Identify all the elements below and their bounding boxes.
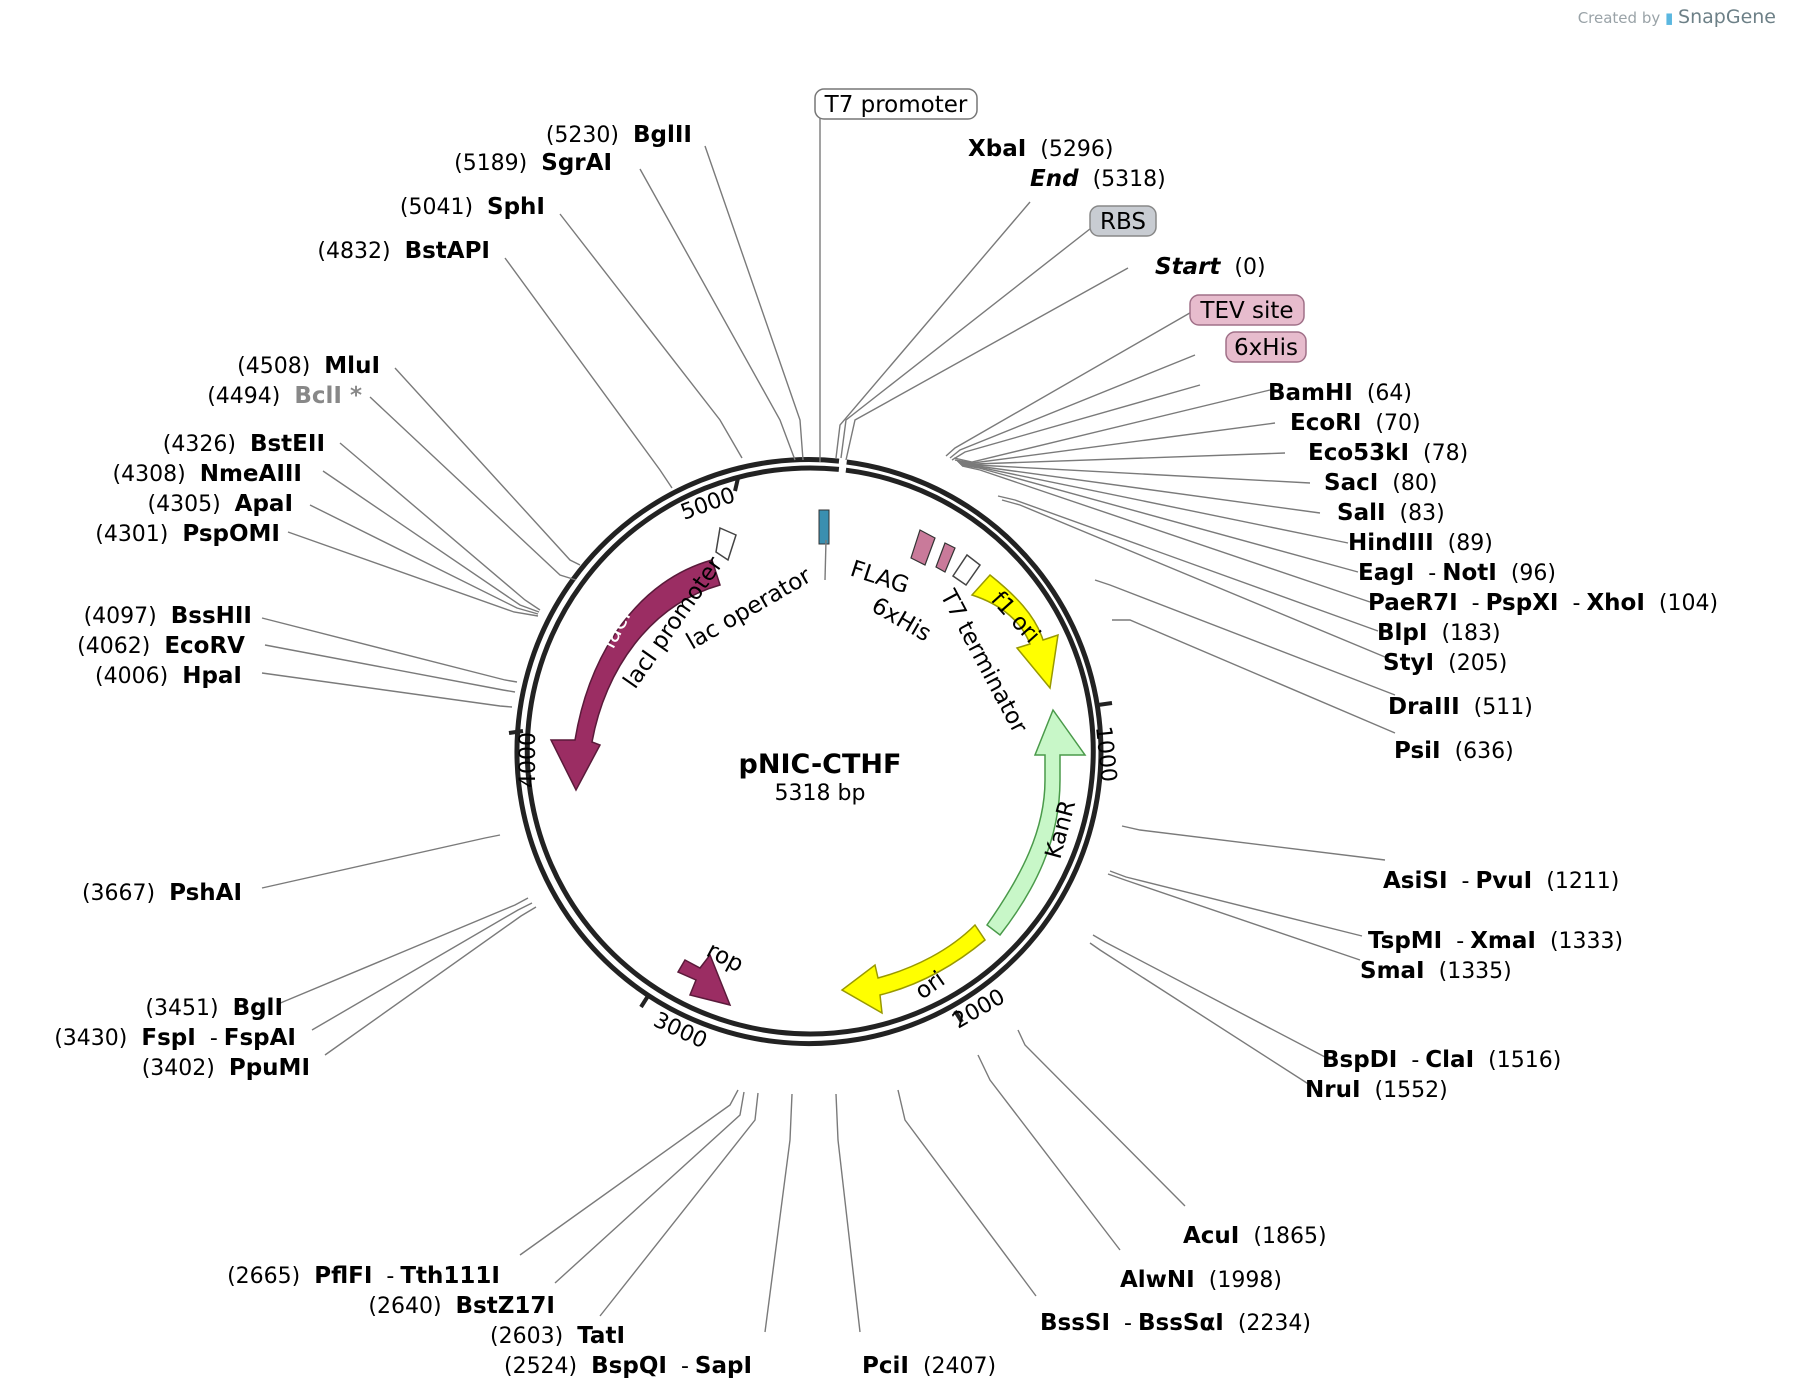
tick-label-1000: 1000 xyxy=(1090,725,1121,783)
label-6xHis: 6xHis xyxy=(867,593,935,647)
feature-ori[interactable] xyxy=(840,923,986,1015)
site-PpuMI[interactable]: (3402)PpuMI xyxy=(142,1055,310,1081)
feature-6xHis-small[interactable] xyxy=(935,542,956,573)
site-HindIII[interactable]: HindIII(89) xyxy=(1348,530,1493,556)
site-BstZ17I[interactable]: (2640)BstZ17I xyxy=(368,1293,555,1319)
site-EcoRV[interactable]: (4062)EcoRV xyxy=(77,633,245,659)
site-ApaI[interactable]: (4305)ApaI xyxy=(148,491,294,517)
feature-lac-operator[interactable] xyxy=(818,509,830,545)
box-T7-promoter[interactable]: T7 promoter xyxy=(814,88,978,120)
site-BamHI[interactable]: BamHI(64) xyxy=(1268,380,1412,406)
backbone-outer xyxy=(514,457,1104,1047)
site-DraIII[interactable]: DraIII(511) xyxy=(1388,694,1533,720)
site-label-group-left: (5230)BglII (5189)SgrAI (5041)SphI (4832… xyxy=(54,122,752,1379)
site-TspMI-XmaI[interactable]: TspMI-XmaI(1333) xyxy=(1368,928,1623,954)
snapgene-logo-icon: ▮ xyxy=(1665,9,1674,27)
site-NruI[interactable]: NruI(1552) xyxy=(1305,1077,1448,1103)
site-BssSI-BssSaI[interactable]: BssSI-BssSαI(2234) xyxy=(1040,1310,1311,1336)
site-AsiSI-PvuI[interactable]: AsiSI-PvuI(1211) xyxy=(1383,868,1619,894)
site-EcoRI[interactable]: EcoRI(70) xyxy=(1290,410,1421,436)
site-SacI[interactable]: SacI(80) xyxy=(1324,470,1437,496)
site-BssHII[interactable]: (4097)BssHII xyxy=(84,603,252,629)
tick-label-4000: 4000 xyxy=(516,732,541,788)
box-RBS-text: RBS xyxy=(1100,209,1146,235)
site-PsiI[interactable]: PsiI(636) xyxy=(1394,738,1514,764)
snapgene-credit: Created by ▮ SnapGene xyxy=(1578,6,1776,28)
box-6xHis[interactable]: 6xHis xyxy=(1225,331,1307,363)
site-NmeAIII[interactable]: (4308)NmeAIII xyxy=(113,461,302,487)
feature-lacI-promoter[interactable] xyxy=(715,526,737,562)
site-BlpI[interactable]: BlpI(183) xyxy=(1377,620,1501,646)
box-6xHis-text: 6xHis xyxy=(1234,335,1298,361)
feature-rop[interactable] xyxy=(676,953,732,1007)
site-MluI[interactable]: (4508)MluI xyxy=(237,353,380,379)
backbone xyxy=(514,457,1104,1047)
site-BstEII[interactable]: (4326)BstEII xyxy=(163,431,325,457)
site-Start[interactable]: Start(0) xyxy=(1155,254,1266,280)
plasmid-name: pNIC-CTHF xyxy=(739,749,902,780)
site-BspDI-ClaI[interactable]: BspDI-ClaI(1516) xyxy=(1322,1047,1561,1073)
leader-lines xyxy=(261,104,1396,1333)
site-SalI[interactable]: SalI(83) xyxy=(1337,500,1445,526)
site-TatI[interactable]: (2603)TatI xyxy=(490,1323,625,1349)
site-StyI[interactable]: StyI(205) xyxy=(1383,650,1507,676)
site-FspI-FspAI[interactable]: (3430)FspI-FspAI xyxy=(54,1025,296,1051)
box-TEV-site-text: TEV site xyxy=(1199,298,1293,324)
feature-T7-terminator[interactable] xyxy=(951,553,982,587)
site-BspQI-SapI[interactable]: (2524)BspQI-SapI xyxy=(504,1353,752,1379)
feature-KanR[interactable] xyxy=(985,708,1087,937)
site-SgrAI[interactable]: (5189)SgrAI xyxy=(454,150,612,176)
site-BstAPI[interactable]: (4832)BstAPI xyxy=(317,238,490,264)
site-BclI[interactable]: (4494)BclI * xyxy=(207,383,362,409)
backbone-inner xyxy=(524,465,1096,1037)
site-XbaI[interactable]: XbaI(5296) xyxy=(968,136,1113,162)
tick-marks xyxy=(508,477,1113,1024)
site-End[interactable]: End(5318) xyxy=(1030,166,1166,192)
site-PshAI[interactable]: (3667)PshAI xyxy=(82,880,242,906)
site-AcuI[interactable]: AcuI(1865) xyxy=(1183,1223,1327,1249)
box-RBS[interactable]: RBS xyxy=(1089,205,1157,237)
site-PaeR7I-PspXI-XhoI[interactable]: PaeR7I-PspXI-XhoI(104) xyxy=(1368,590,1718,616)
site-label-group-right: PciI(2407) BssSI-BssSαI(2234) AlwNI(1998… xyxy=(862,136,1718,1379)
site-EagI-NotI[interactable]: EagI-NotI(96) xyxy=(1358,560,1556,586)
site-AlwNI[interactable]: AlwNI(1998) xyxy=(1120,1267,1282,1293)
site-HpaI[interactable]: (4006)HpaI xyxy=(95,663,242,689)
box-TEV-site[interactable]: TEV site xyxy=(1189,294,1305,326)
feature-lacI[interactable] xyxy=(549,559,721,792)
plasmid-length: 5318 bp xyxy=(775,781,866,806)
feature-FLAG[interactable] xyxy=(910,529,936,566)
feature-f1-ori[interactable] xyxy=(970,573,1059,690)
site-PflFI-Tth111I[interactable]: (2665)PflFI-Tth111I xyxy=(227,1263,500,1289)
site-SmaI[interactable]: SmaI(1335) xyxy=(1360,958,1512,984)
credit-brand: SnapGene xyxy=(1678,6,1776,28)
site-PspOMI[interactable]: (4301)PspOMI xyxy=(95,521,280,547)
site-BglII[interactable]: (5230)BglII xyxy=(546,122,692,148)
box-T7-promoter-text: T7 promoter xyxy=(824,92,968,118)
site-BglI[interactable]: (3451)BglI xyxy=(145,995,283,1021)
site-SphI[interactable]: (5041)SphI xyxy=(400,194,545,220)
site-PciI[interactable]: PciI(2407) xyxy=(862,1353,996,1379)
site-Eco53kI[interactable]: Eco53kI(78) xyxy=(1308,440,1468,466)
credit-prefix: Created by xyxy=(1577,9,1661,27)
